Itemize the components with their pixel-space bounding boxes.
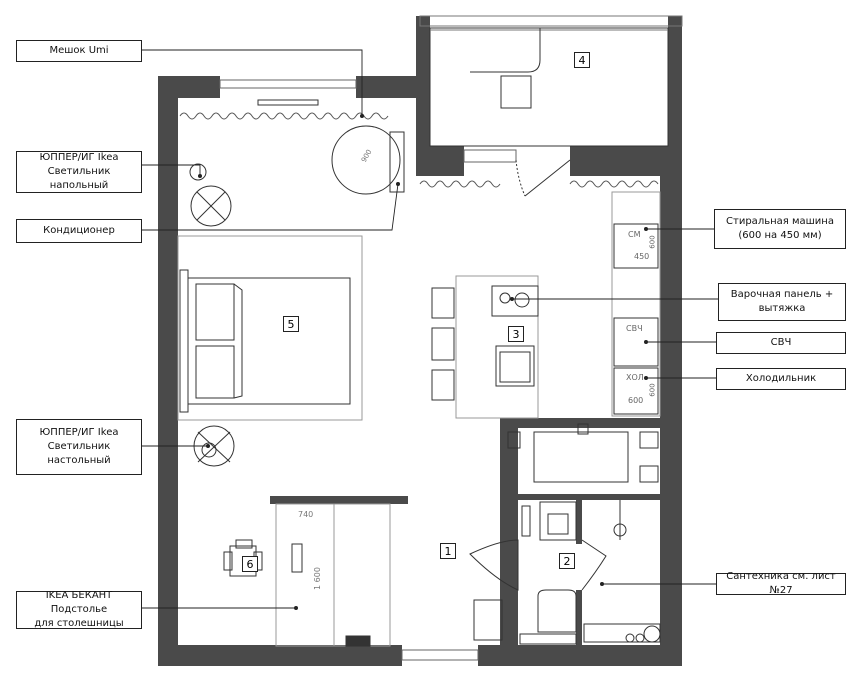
callout-table-lamp-text: ЮППЕР/ИГ Ikea Светильник настольный <box>39 427 119 466</box>
callout-washing-machine-text: Стиральная машина (600 на 450 мм) <box>726 216 834 241</box>
leader-lines <box>142 49 718 609</box>
room-number-1: 1 <box>440 543 456 559</box>
fridge-width: 600 <box>628 396 644 405</box>
room-number-2: 2 <box>559 553 575 569</box>
callout-desk-frame-text: IKEA БЕКАНТ Подстолье для столешницы <box>34 590 124 629</box>
microwave-label: СВЧ <box>626 324 643 333</box>
callout-beanbag-text: Мешок Umi <box>49 45 109 56</box>
callout-plumbing-text: Сантехника см. лист №27 <box>726 571 836 596</box>
desk-width: 740 <box>298 510 314 519</box>
washer-width: 450 <box>634 252 650 261</box>
fridge-depth: 600 <box>648 383 657 397</box>
callout-microwave-text: СВЧ <box>770 337 792 348</box>
callout-floor-lamp: ЮППЕР/ИГ Ikea Светильник напольный <box>16 151 142 193</box>
callout-beanbag: Мешок Umi <box>16 40 142 62</box>
callout-air-conditioner: Кондиционер <box>16 219 142 243</box>
callout-microwave: СВЧ <box>716 332 846 354</box>
callout-hob: Варочная панель + вытяжка <box>718 283 846 321</box>
washer-label: СМ <box>628 230 641 239</box>
callout-plumbing: Сантехника см. лист №27 <box>716 571 846 596</box>
fridge-label: ХОЛ <box>626 373 644 382</box>
washer-depth: 600 <box>648 235 657 249</box>
room-number-4: 4 <box>574 52 590 68</box>
desk-length: 1 600 <box>312 567 322 590</box>
callout-fridge: Холодильник <box>716 368 846 390</box>
callout-air-conditioner-text: Кондиционер <box>43 225 115 236</box>
callout-fridge-text: Холодильник <box>745 373 817 384</box>
callout-table-lamp: ЮППЕР/ИГ Ikea Светильник настольный <box>16 419 142 475</box>
callout-desk-frame: IKEA БЕКАНТ Подстолье для столешницы <box>16 590 142 629</box>
callout-washing-machine: Стиральная машина (600 на 450 мм) <box>714 209 846 249</box>
callout-floor-lamp-text: ЮППЕР/ИГ Ikea Светильник напольный <box>39 152 119 191</box>
room-number-6: 6 <box>242 556 258 572</box>
room-number-3: 3 <box>508 326 524 342</box>
leader-dots <box>198 114 648 610</box>
room-number-5: 5 <box>283 316 299 332</box>
walls <box>158 16 682 666</box>
callout-hob-text: Варочная панель + вытяжка <box>730 289 834 314</box>
fixtures <box>177 15 683 661</box>
